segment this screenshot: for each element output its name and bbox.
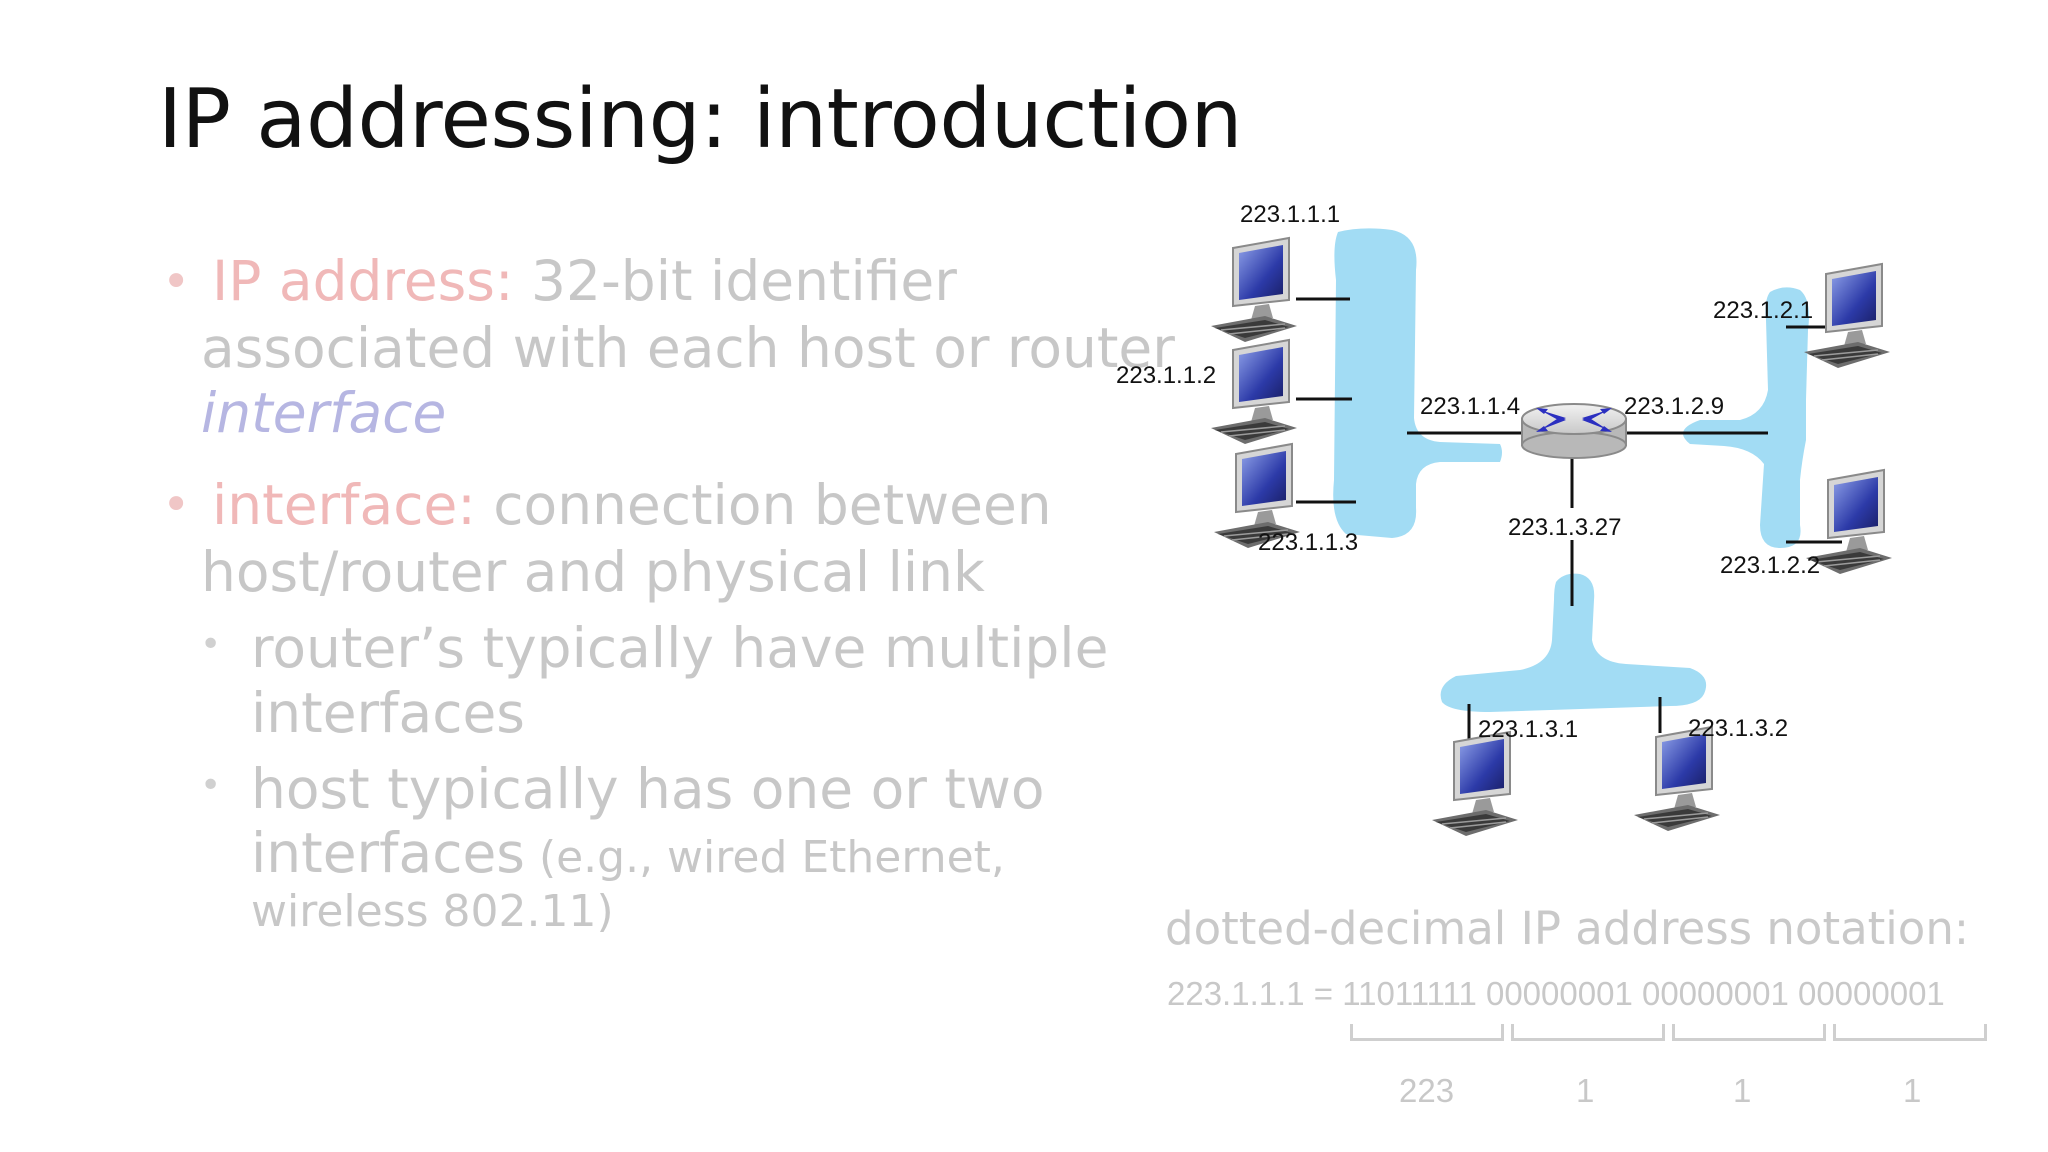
router-icon: [1521, 403, 1627, 459]
subbullet-host: host typically has one or two: [251, 757, 1045, 821]
bullet-dot: •: [162, 477, 191, 533]
subbullet-dot: •: [200, 624, 222, 665]
host-computer-icon: [1431, 731, 1519, 837]
label-223-1-2-1: 223.1.2.1: [1713, 297, 1813, 324]
label-223-1-3-2: 223.1.3.2: [1688, 715, 1788, 742]
host-computer-icon: [1210, 237, 1298, 343]
bullet-ip-address: IP address: 32-bit identifier: [212, 254, 957, 309]
subbullet-line: wireless 802.11): [251, 886, 614, 937]
host-computer-icon: [1803, 263, 1891, 369]
slide-title: IP addressing: introduction: [158, 72, 1243, 167]
subbullet-example: (e.g., wired Ethernet,: [524, 832, 1005, 883]
bullet-line: host/router and physical link: [201, 540, 985, 604]
byte-decimal: 1: [1903, 1072, 1922, 1109]
byte-bracket: [1833, 1024, 1987, 1041]
notation-heading: dotted-decimal IP address notation:: [1165, 902, 1970, 955]
term-interface: interface:: [212, 473, 476, 537]
subnet-223-1-3: [1440, 573, 1707, 712]
host-computer-icon: [1210, 339, 1298, 445]
label-223-1-2-2: 223.1.2.2: [1720, 552, 1820, 579]
label-223-1-1-3: 223.1.1.3: [1258, 529, 1358, 556]
byte-decimal: 223: [1399, 1072, 1455, 1109]
label-223-1-1-4: 223.1.1.4: [1420, 393, 1520, 420]
subbullet-router: router’s typically have multiple: [251, 616, 1109, 680]
subnet-223-1-2: [1682, 287, 1809, 548]
term-interface-italic: interface: [201, 381, 447, 445]
byte-bracket: [1511, 1024, 1665, 1041]
binary-notation: 223.1.1.1 = 11011111 00000001 00000001 0…: [1167, 975, 1945, 1012]
label-223-1-1-2: 223.1.1.2: [1116, 362, 1216, 389]
bullet-dot: •: [162, 254, 191, 310]
subbullet-dot: •: [200, 765, 222, 806]
byte-decimal: 1: [1733, 1072, 1752, 1109]
byte-decimal: 1: [1576, 1072, 1595, 1109]
bullet-interface: interface: connection between: [212, 478, 1052, 533]
bullet-line: associated with each host or router: [201, 316, 1175, 380]
host-computer-icon: [1633, 726, 1721, 832]
interface-definition: connection between: [475, 473, 1052, 537]
label-223-1-3-1: 223.1.3.1: [1478, 716, 1578, 743]
subbullet-line: interfaces (e.g., wired Ethernet,: [251, 826, 1005, 881]
subnet-223-1-1: [1333, 228, 1502, 538]
subbullet-interfaces: interfaces: [251, 821, 525, 885]
subbullet-line: interfaces: [251, 681, 525, 745]
label-223-1-3-27: 223.1.3.27: [1508, 514, 1621, 541]
term-ip-address: IP address:: [212, 249, 514, 313]
byte-bracket: [1350, 1024, 1504, 1041]
ip-address-definition: 32-bit identifier: [513, 249, 957, 313]
label-223-1-2-9: 223.1.2.9: [1624, 393, 1724, 420]
label-223-1-1-1: 223.1.1.1: [1240, 201, 1340, 228]
byte-bracket: [1672, 1024, 1826, 1041]
